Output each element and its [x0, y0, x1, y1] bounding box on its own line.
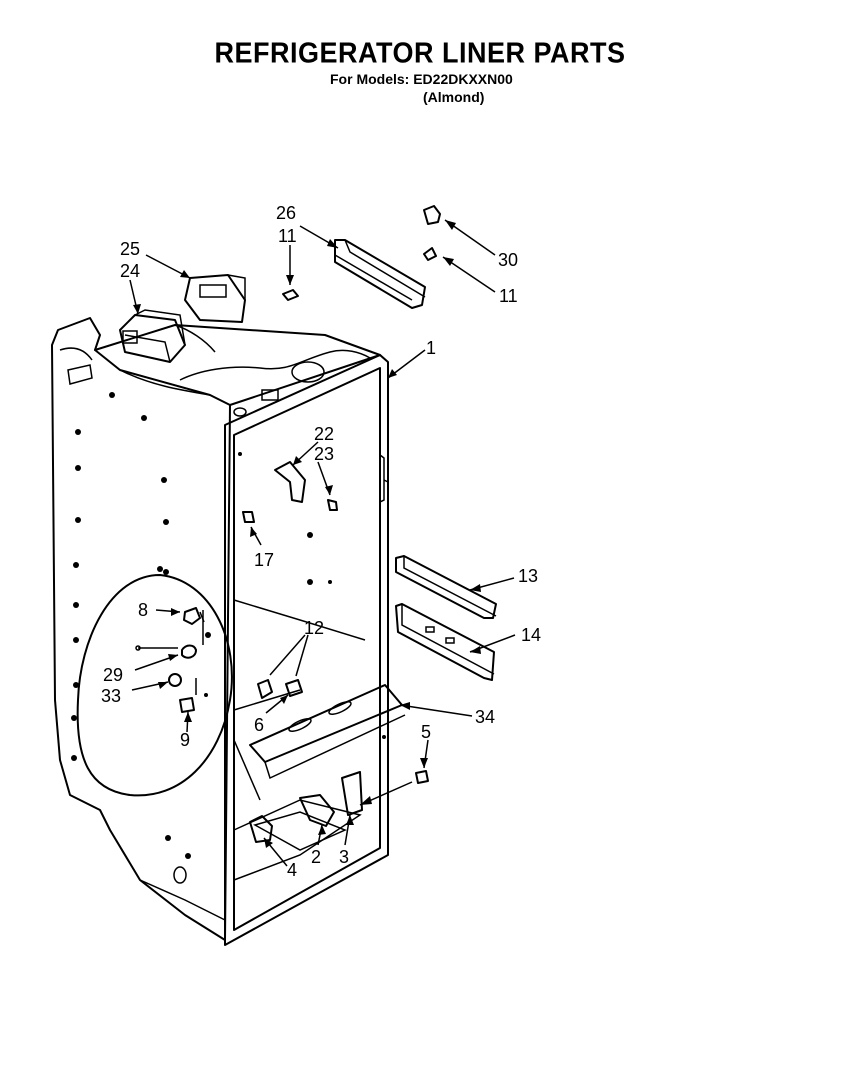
callout-12: 12: [304, 618, 324, 638]
detail-circle: [76, 574, 233, 797]
detail-parts: [135, 607, 208, 713]
callout-11-right: 11: [499, 286, 518, 306]
part-3-bracket: [341, 771, 363, 816]
part-12-clip: [285, 679, 303, 697]
part-30-clip: [423, 205, 441, 225]
part-25-bracket: [184, 274, 246, 323]
screw-11-b: [423, 247, 437, 261]
side-panel-holes: [71, 392, 386, 859]
part-26-rail: [334, 239, 426, 309]
screw-17: [242, 511, 255, 523]
part-2-bracket: [299, 794, 335, 827]
callout-5: 5: [421, 722, 431, 742]
part-34-shelf: [249, 684, 406, 780]
part-14-strip: [395, 603, 495, 681]
callout-33: 33: [101, 686, 121, 706]
liner-body: [51, 317, 389, 946]
callout-6: 6: [254, 715, 264, 735]
callout-13: 13: [518, 566, 538, 586]
callout-2: 2: [311, 847, 321, 867]
callout-17: 17: [254, 550, 274, 570]
callout-30: 30: [498, 250, 518, 270]
callout-26: 26: [276, 203, 296, 223]
callout-4: 4: [287, 860, 297, 880]
arrowheads: [133, 220, 481, 848]
callout-9: 9: [180, 730, 190, 750]
screw-23: [327, 499, 338, 511]
color-line: (Almond): [423, 89, 485, 105]
part-13-strip: [395, 555, 497, 619]
callout-25: 25: [120, 239, 140, 259]
part-4-clip: [249, 815, 273, 843]
callout-8: 8: [138, 600, 148, 620]
screw-11-a: [282, 289, 299, 301]
callout-3: 3: [339, 847, 349, 867]
callout-23: 23: [314, 444, 334, 464]
part-22-bracket: [274, 461, 306, 503]
callout-24: 24: [120, 261, 140, 281]
callout-1: 1: [426, 338, 436, 358]
callout-29: 29: [103, 665, 123, 685]
models-line: For Models: ED22DKXXN00: [330, 71, 513, 87]
screw-5: [415, 770, 429, 784]
leader-lines: [129, 219, 516, 867]
part-6-clip: [257, 679, 273, 699]
callout-14: 14: [521, 625, 541, 645]
part-24-module: [119, 309, 186, 363]
callout-34: 34: [475, 707, 495, 727]
callout-11-top: 11: [278, 226, 297, 246]
callout-labels: 26 11 30 11 25 24 1 22 23 17 13 14 12 8 …: [101, 203, 541, 880]
callout-22: 22: [314, 424, 334, 444]
page-title: REFRIGERATOR LINER PARTS: [214, 37, 626, 69]
